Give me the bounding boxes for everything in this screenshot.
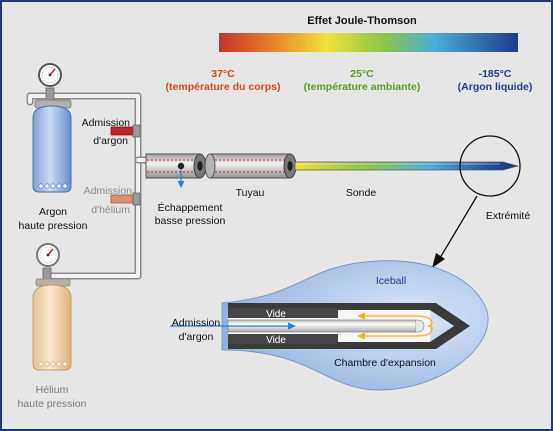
- pressure-gauge-icon: [38, 63, 62, 87]
- detail-inlet-label-1: Admission: [172, 317, 221, 329]
- argon-tank-label-1: Argon: [39, 206, 67, 218]
- valve-icon: [110, 192, 141, 206]
- callout-arrow: [432, 195, 478, 268]
- iceball-label: Iceball: [376, 275, 406, 287]
- temp-hot-value: 37°C: [211, 68, 235, 80]
- magnifier-circle-icon: [459, 135, 521, 197]
- flow-arrow-icon: [365, 315, 433, 337]
- helium-tank-label-2: haute pression: [18, 398, 87, 410]
- helium-inlet-label-2: d'hélium: [91, 204, 130, 216]
- tip-label: Extrémité: [486, 210, 531, 222]
- temp-cold-label: (Argon liquide): [458, 81, 533, 93]
- argon-inlet-label-1: Admission: [82, 117, 131, 129]
- argon-tank-label-2: haute pression: [19, 220, 88, 232]
- vacuum-bottom-label: Vide: [266, 335, 286, 346]
- temperature-color-scale: [219, 33, 518, 52]
- helium-tank: [32, 267, 72, 371]
- helium-tank-label-1: Hélium: [36, 384, 69, 396]
- argon-tank: [32, 87, 72, 193]
- supply-piping: [26, 92, 154, 280]
- expansion-chamber-label: Chambre d'expansion: [334, 357, 436, 369]
- temp-hot-label: (température du corps): [166, 81, 281, 93]
- pipe-segment: [204, 153, 297, 179]
- pressure-gauge-icon: [36, 243, 60, 267]
- exhaust-label-2: basse pression: [155, 215, 226, 227]
- valve-icon: [110, 124, 141, 138]
- temp-ambient-label: (température ambiante): [304, 81, 421, 93]
- flow-arrow-icon: [170, 322, 296, 330]
- vacuum-top-label: Vide: [266, 309, 286, 320]
- exhaust-label-1: Échappement: [158, 201, 223, 214]
- pipe-label: Tuyau: [236, 187, 265, 199]
- probe-label: Sonde: [346, 187, 377, 199]
- temp-cold-value: -185°C: [479, 68, 512, 80]
- helium-inlet-label-1: Admission: [84, 185, 133, 197]
- detail-inlet-label-2: d'argon: [179, 331, 214, 343]
- flow-arrow-icon: [357, 332, 365, 340]
- temp-ambient-value: 25°C: [350, 68, 374, 80]
- argon-inlet-label-2: d'argon: [93, 135, 128, 147]
- title: Effet Joule-Thomson: [307, 15, 417, 27]
- probe: [294, 161, 520, 171]
- flow-arrow-icon: [177, 170, 185, 188]
- exhaust-handle: [145, 153, 207, 179]
- flow-arrow-icon: [357, 312, 365, 320]
